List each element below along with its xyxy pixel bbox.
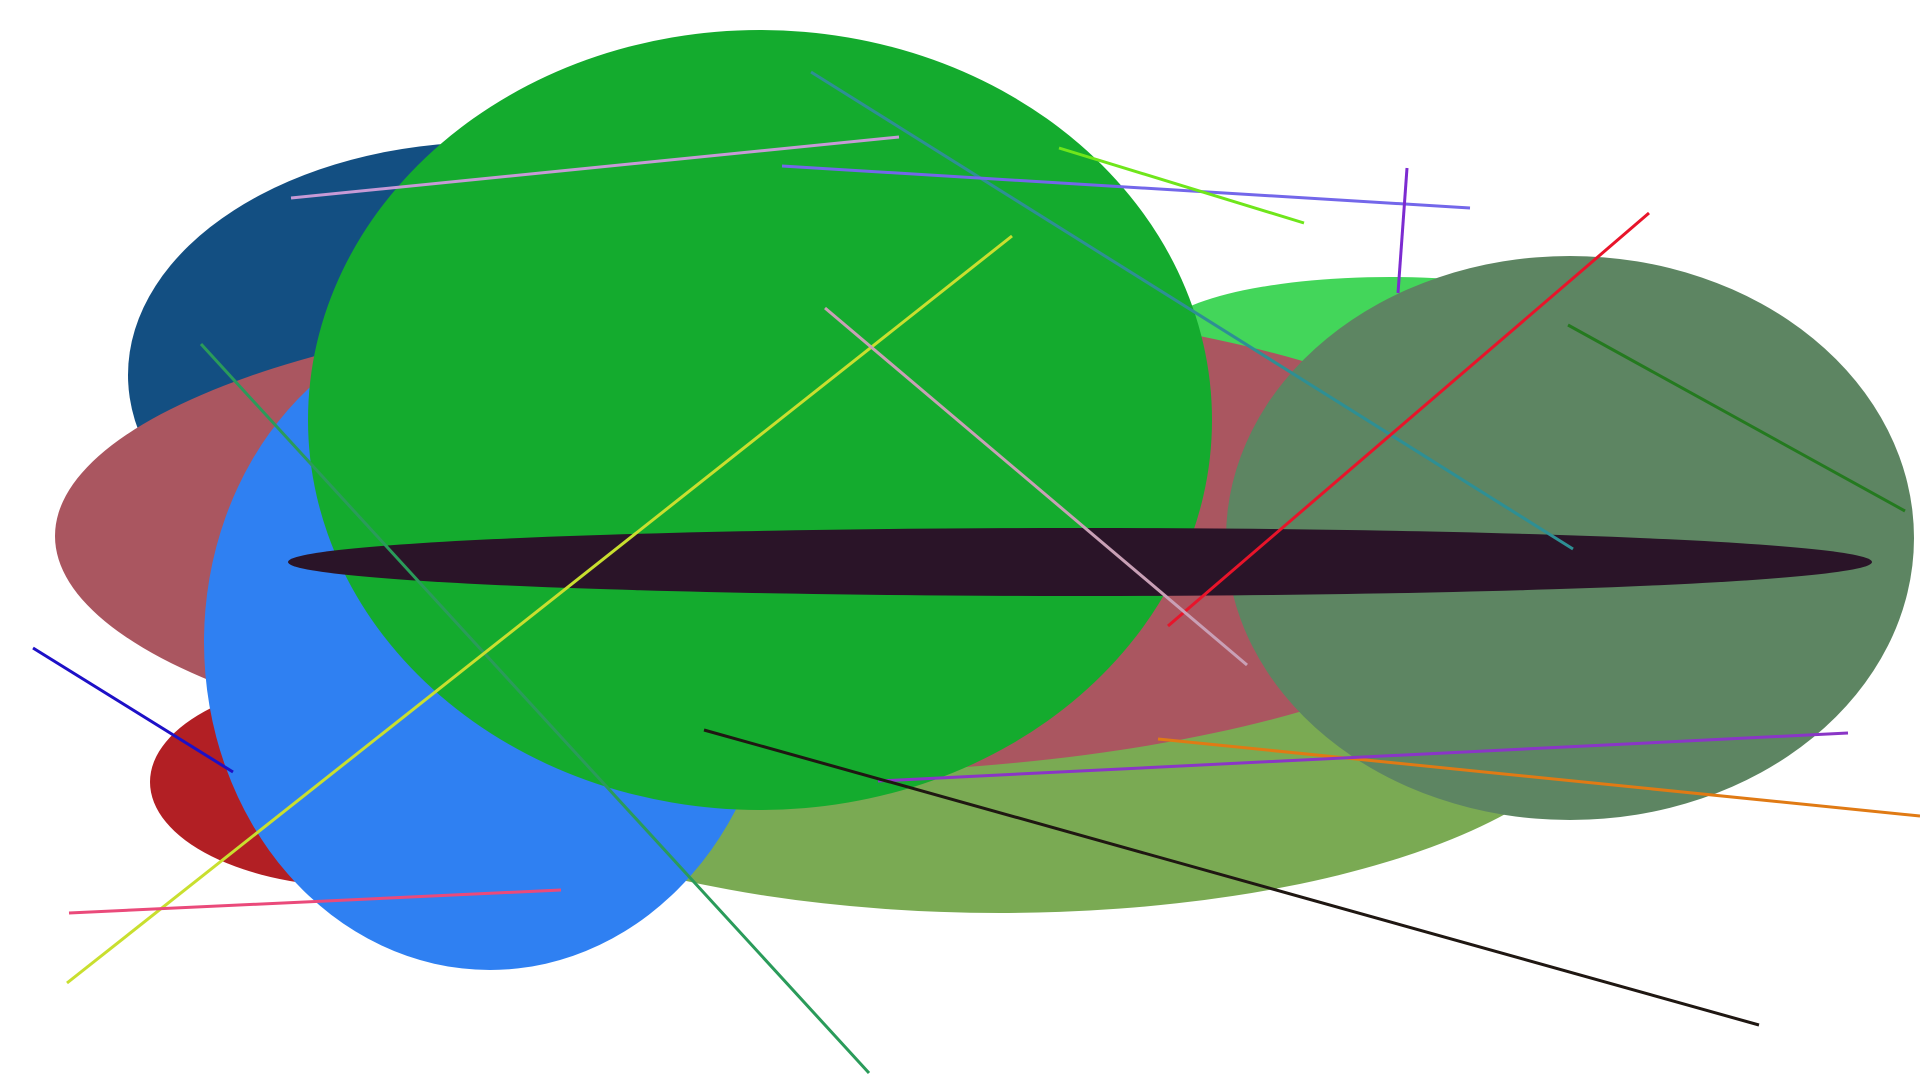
orange-line — [1157, 737, 1920, 818]
purple-line — [877, 731, 1849, 783]
black-line — [703, 728, 1760, 1027]
blue-line — [32, 646, 234, 774]
grey-pink-line — [824, 306, 1248, 667]
dark-plum-ellipse — [288, 528, 1872, 596]
lavender-line — [290, 135, 900, 200]
red-line — [1167, 211, 1650, 628]
pink-line — [68, 888, 562, 915]
periwinkle-line — [781, 164, 1471, 210]
chartreuse-line — [66, 234, 1013, 985]
steel-teal-line — [810, 70, 1574, 551]
jade-line — [199, 342, 871, 1075]
lime-line — [1058, 146, 1305, 225]
forest-line — [1567, 323, 1906, 513]
violet-line — [1396, 167, 1409, 294]
bright-green-ellipse — [308, 30, 1212, 810]
